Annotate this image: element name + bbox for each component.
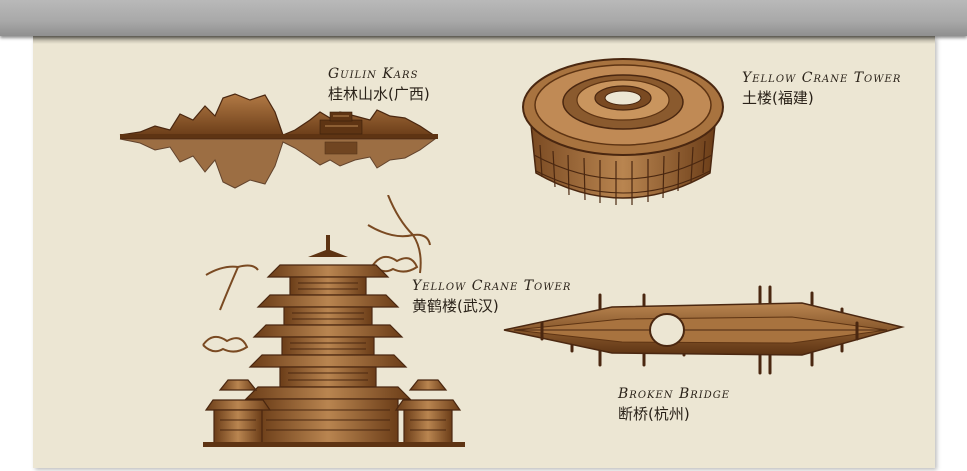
guilin-karst-illustration [119,93,438,189]
crane-icon [205,195,431,311]
label-broken-bridge-zh: 断桥(杭州) [618,405,690,423]
label-tulou: Yellow Crane Tower 土楼(福建) [742,70,901,108]
label-yellow-crane-tower-en: Yellow Crane Tower [412,278,572,294]
yellow-crane-tower-illustration [202,195,465,447]
content-panel [33,36,935,468]
label-guilin-en: Guilin Kars [328,66,419,82]
label-broken-bridge: Broken Bridge 断桥(杭州) [618,386,730,424]
tulou-illustration [522,58,724,205]
label-broken-bridge-en: Broken Bridge [618,386,731,402]
label-guilin: Guilin Kars 桂林山水(广西) [328,66,430,104]
panel-shadow [33,36,935,44]
label-guilin-zh: 桂林山水(广西) [328,85,430,103]
label-tulou-zh: 土楼(福建) [742,89,814,107]
label-yellow-crane-tower: Yellow Crane Tower 黄鹤楼(武汉) [412,278,571,316]
broken-bridge-illustration [503,285,905,375]
top-bar [0,0,967,36]
label-tulou-en: Yellow Crane Tower [742,70,902,86]
label-yellow-crane-tower-zh: 黄鹤楼(武汉) [412,297,499,315]
